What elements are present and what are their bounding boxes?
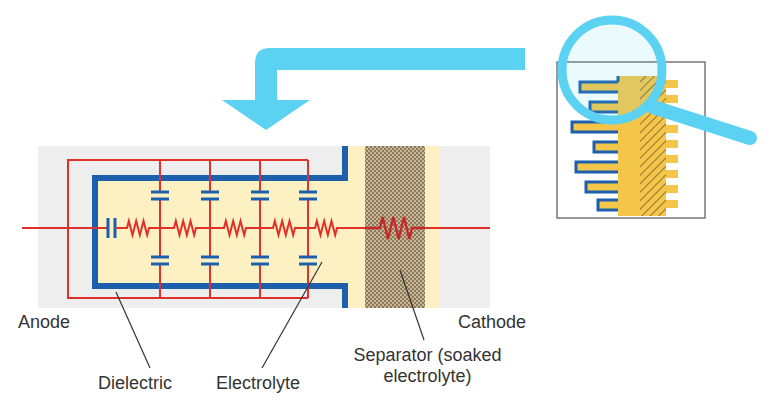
terminal-label: Cathode bbox=[458, 312, 526, 333]
cathode-tooth bbox=[666, 200, 678, 208]
shunt-wire bbox=[159, 264, 161, 298]
resistor-chain bbox=[115, 221, 365, 235]
capacitor-symbol bbox=[151, 256, 169, 259]
magnifier-handle bbox=[650, 106, 750, 138]
capacitor-symbol bbox=[299, 256, 317, 259]
capacitor-symbol bbox=[201, 191, 219, 194]
capacitor-symbol bbox=[251, 198, 269, 201]
pointer-arrow bbox=[222, 48, 525, 130]
capacitor-symbol bbox=[251, 256, 269, 259]
lead-wire bbox=[425, 227, 490, 229]
separator-region bbox=[365, 146, 425, 308]
capacitor-symbol bbox=[151, 191, 169, 194]
leader-line bbox=[116, 292, 150, 368]
electrolyte-region bbox=[95, 146, 440, 308]
part-label: Electrolyte bbox=[216, 373, 300, 394]
capacitor-symbol bbox=[107, 218, 110, 238]
capacitor-symbol bbox=[299, 263, 317, 266]
resistor-symbol bbox=[365, 217, 425, 239]
cathode-tooth bbox=[666, 80, 678, 88]
shunt-wire bbox=[209, 264, 211, 298]
cathode-tooth bbox=[666, 170, 678, 178]
shunt-wire bbox=[259, 264, 261, 298]
lead-wire bbox=[22, 227, 108, 229]
shunt-wire bbox=[209, 199, 211, 257]
equivalent-circuit bbox=[22, 160, 490, 298]
part-label: Separator (soaked electrolyte) bbox=[340, 345, 515, 387]
capacitor-symbol bbox=[151, 263, 169, 266]
shunt-wire bbox=[307, 264, 309, 298]
capacitor-symbol bbox=[201, 198, 219, 201]
terminal-label: Anode bbox=[18, 312, 70, 333]
capacitor-symbol bbox=[299, 198, 317, 201]
shunt-wire bbox=[307, 160, 309, 192]
capacitor-symbol bbox=[251, 191, 269, 194]
cathode-tooth bbox=[666, 140, 678, 148]
capacitor-symbol bbox=[151, 198, 169, 201]
capacitor-symbol bbox=[251, 263, 269, 266]
cathode-tooth bbox=[666, 155, 678, 163]
capacitor-symbol bbox=[201, 263, 219, 266]
shunt-wire bbox=[209, 160, 211, 192]
leader-line bbox=[262, 262, 322, 368]
leader-line bbox=[400, 270, 424, 340]
cathode-tooth bbox=[666, 125, 678, 133]
capacitor-symbol bbox=[201, 256, 219, 259]
cathode-tooth bbox=[666, 95, 678, 103]
shunt-wire bbox=[307, 199, 309, 257]
shunt-wire bbox=[159, 160, 161, 192]
shunt-wire bbox=[259, 199, 261, 257]
capacitor-symbol bbox=[299, 191, 317, 194]
shunt-wire bbox=[159, 199, 161, 257]
shunt-wire bbox=[259, 160, 261, 192]
part-label: Dielectric bbox=[98, 373, 172, 394]
cathode-tooth bbox=[666, 185, 678, 193]
anode-frame bbox=[68, 160, 308, 298]
